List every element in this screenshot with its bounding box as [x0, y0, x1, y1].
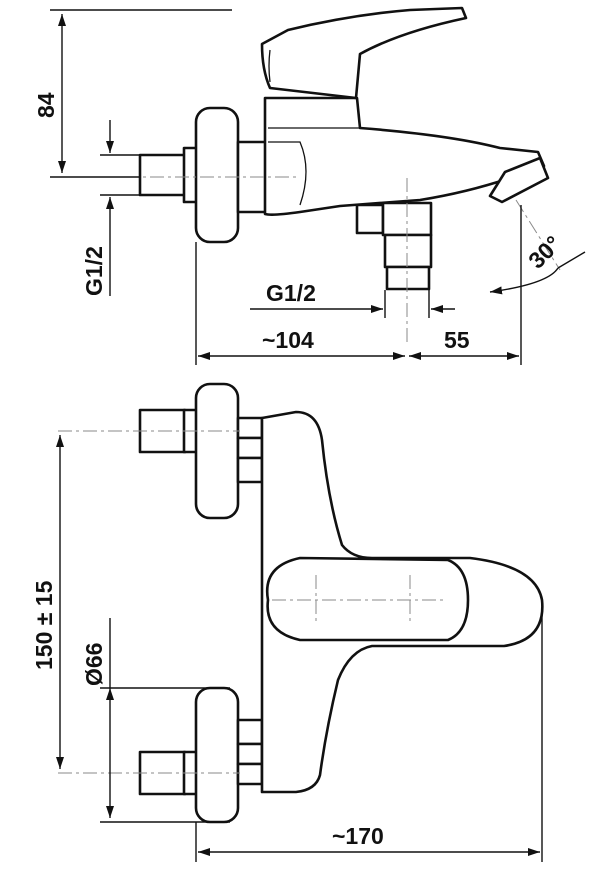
- side-aerator: [488, 156, 550, 204]
- top-upper-escutcheon: [194, 382, 240, 520]
- side-view: [100, 6, 561, 345]
- label-g12-horizontal: G1/2: [266, 280, 316, 306]
- label-width-55: 55: [444, 327, 470, 353]
- dimension-width-104: ~104: [195, 242, 405, 365]
- dimension-g12-vertical: G1/2: [81, 120, 140, 296]
- side-diverter-thread: [385, 265, 431, 291]
- side-diverter-pipe: [383, 233, 433, 269]
- label-diameter-66: Ø66: [81, 643, 107, 686]
- label-width-104: ~104: [262, 327, 314, 353]
- side-escutcheon: [194, 106, 240, 244]
- top-view: [58, 382, 544, 824]
- dimension-spacing-150: 150 ± 15: [31, 435, 64, 769]
- top-lower-connector-a: [236, 718, 264, 746]
- side-wall-inlet: [138, 153, 187, 197]
- top-upper-connector-b: [236, 436, 264, 460]
- label-g12-vertical: G1/2: [81, 246, 107, 296]
- label-width-170: ~170: [332, 823, 384, 849]
- side-lever-handle: [260, 6, 468, 100]
- dimension-diameter-66: Ø66: [81, 618, 230, 823]
- top-upper-connector-c: [236, 456, 264, 484]
- top-lower-connector-b: [236, 742, 264, 766]
- top-lower-escutcheon: [194, 686, 240, 824]
- side-body-shoulder: [268, 141, 307, 206]
- label-height-84: 84: [33, 92, 59, 118]
- top-lever-handle: [265, 556, 470, 642]
- dimension-width-170: ~170: [195, 610, 543, 862]
- dimension-height-84: 84: [33, 9, 232, 178]
- side-spout-angle-line: [515, 199, 561, 271]
- top-lower-connector-c: [236, 762, 264, 786]
- dimension-width-55: 55: [409, 205, 522, 365]
- side-diverter-cap: [355, 203, 385, 235]
- label-spacing-150: 150 ± 15: [31, 580, 57, 670]
- side-lever-edge: [268, 49, 271, 83]
- dimension-angle-30: 30°: [489, 231, 586, 295]
- dimension-g12-horizontal: G1/2: [250, 280, 455, 318]
- top-upper-connector-a: [236, 416, 264, 440]
